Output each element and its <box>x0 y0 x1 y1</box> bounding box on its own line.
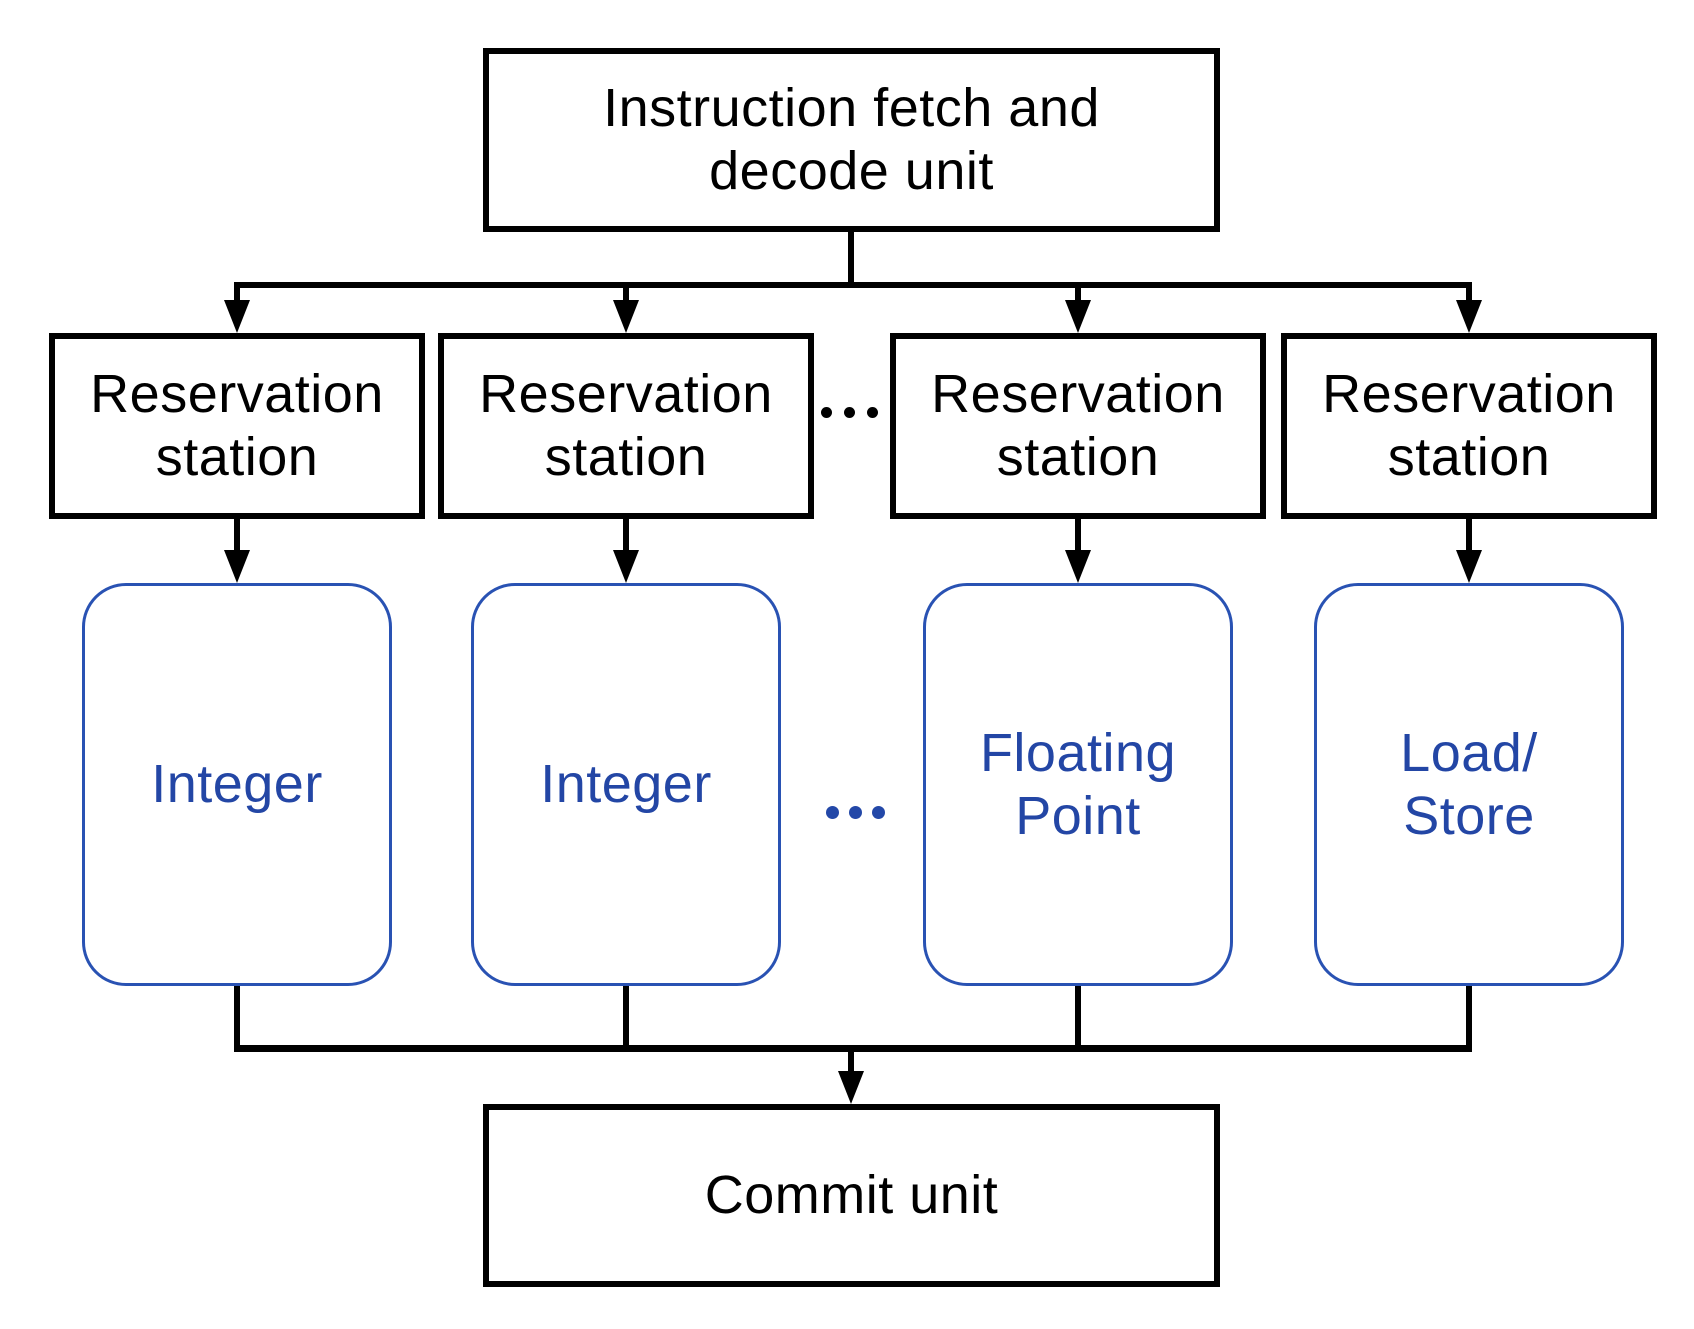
reservation-station-box-1: Reservation station <box>49 333 425 519</box>
commit-bus-line <box>234 1045 1472 1052</box>
connector-rs3-to-fu3 <box>1075 516 1081 552</box>
reservation-station-box-3: Reservation station <box>890 333 1266 519</box>
connector-fu1-to-bus <box>234 986 240 1048</box>
connector-bus-to-rs2 <box>623 285 629 303</box>
ellipsis-dot <box>872 806 885 819</box>
ellipsis-dot <box>821 407 832 418</box>
reservation-station-1-label-line2: station <box>155 427 319 487</box>
ellipsis-dot <box>867 407 878 418</box>
functional-unit-box-load-store: Load/ Store <box>1314 583 1624 986</box>
connector-bus-to-commit <box>848 1050 854 1074</box>
reservation-station-3-label-line1: Reservation <box>931 364 1225 424</box>
arrowhead-down-fu4 <box>1456 550 1482 583</box>
reservation-station-4-label-line2: station <box>1387 427 1551 487</box>
functional-unit-box-integer-1: Integer <box>82 583 392 986</box>
ellipsis-functional-row: ... <box>826 806 885 819</box>
ellipsis-dot <box>826 806 839 819</box>
reservation-station-1-label-line1: Reservation <box>90 364 384 424</box>
connector-fetch-to-bus <box>848 229 854 285</box>
reservation-station-box-4: Reservation station <box>1281 333 1657 519</box>
connector-bus-to-rs3 <box>1075 285 1081 303</box>
connector-fu4-to-bus <box>1466 986 1472 1048</box>
reservation-station-2-label-line2: station <box>544 427 708 487</box>
functional-unit-2-label-line1: Integer <box>540 754 712 814</box>
reservation-station-4-label-line1: Reservation <box>1322 364 1616 424</box>
arrowhead-down-commit <box>838 1071 864 1104</box>
functional-unit-4-label-line2: Store <box>1403 785 1535 846</box>
functional-unit-box-floating-point: Floating Point <box>923 583 1233 986</box>
commit-unit-box: Commit unit <box>483 1104 1220 1287</box>
fetch-decode-unit-label-line2: decode unit <box>709 141 994 201</box>
connector-bus-to-rs4 <box>1466 285 1472 303</box>
functional-unit-3-label-line2: Point <box>1015 785 1141 846</box>
connector-rs4-to-fu4 <box>1466 516 1472 552</box>
dispatch-bus-line <box>234 282 1472 288</box>
connector-rs2-to-fu2 <box>623 516 629 552</box>
ellipsis-dot <box>849 806 862 819</box>
arrowhead-down-fu1 <box>224 550 250 583</box>
reservation-station-3-label-line2: station <box>996 427 1160 487</box>
functional-unit-3-label-line1: Floating <box>979 722 1177 783</box>
connector-rs1-to-fu1 <box>234 516 240 552</box>
connector-fu3-to-bus <box>1075 986 1081 1048</box>
functional-unit-1-label-line1: Integer <box>151 754 323 814</box>
arrowhead-down-rs1 <box>224 300 250 333</box>
arrowhead-down-rs4 <box>1456 300 1482 333</box>
arrowhead-down-fu3 <box>1065 550 1091 583</box>
arrowhead-down-rs2 <box>613 300 639 333</box>
arrowhead-down-rs3 <box>1065 300 1091 333</box>
connector-fu2-to-bus <box>623 986 629 1048</box>
reservation-station-2-label-line1: Reservation <box>479 364 773 424</box>
functional-unit-box-integer-2: Integer <box>471 583 781 986</box>
ellipsis-reservation-row: ... <box>821 407 878 418</box>
fetch-decode-unit-label-line1: Instruction fetch and <box>603 78 1100 138</box>
reservation-station-box-2: Reservation station <box>438 333 814 519</box>
commit-unit-label: Commit unit <box>704 1165 999 1225</box>
functional-unit-4-label-line1: Load/ <box>1400 722 1538 783</box>
ellipsis-dot <box>844 407 855 418</box>
fetch-decode-unit-box: Instruction fetch and decode unit <box>483 48 1220 232</box>
connector-bus-to-rs1 <box>234 285 240 303</box>
arrowhead-down-fu2 <box>613 550 639 583</box>
